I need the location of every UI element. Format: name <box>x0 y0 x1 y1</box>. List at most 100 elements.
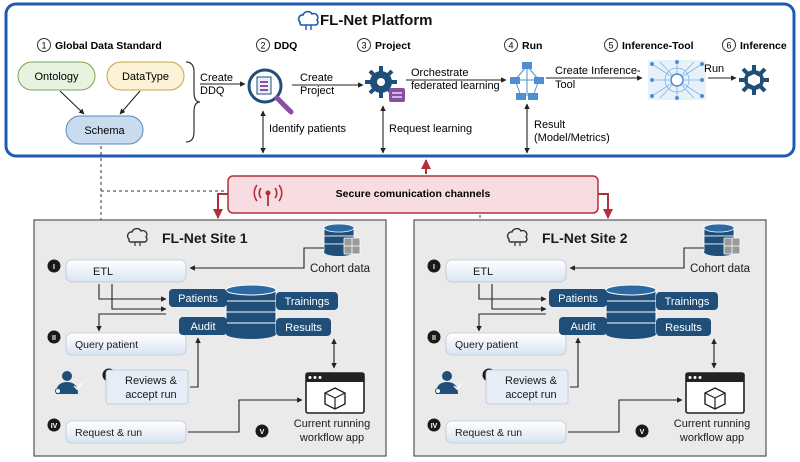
step-marker-label: I <box>53 264 55 271</box>
create-ddq-label: Create <box>200 72 233 84</box>
workflow-label: Current running <box>294 418 370 430</box>
project-gear-icon <box>365 66 405 102</box>
step-label: Run <box>522 40 542 52</box>
step-number: 6 <box>726 41 731 51</box>
schema-node <box>65 115 144 145</box>
reviews-label: Reviews & <box>505 375 558 387</box>
request-run-node <box>445 420 567 444</box>
cloud-network-icon <box>126 227 148 246</box>
request-run-label: Request & run <box>455 427 522 439</box>
step-number: 4 <box>508 41 513 51</box>
inference-gear-icon <box>739 65 769 95</box>
request-learning-label: Request learning <box>389 123 472 135</box>
step-marker <box>255 424 269 438</box>
arrow-cohort-etl <box>569 247 704 271</box>
site-title: FL-Net Site 1 <box>162 230 248 246</box>
result-label: (Model/Metrics) <box>534 132 610 144</box>
step-label: DDQ <box>274 40 297 52</box>
cohort-data-label: Cohort data <box>310 263 371 275</box>
orchestrate-label: Orchestrate <box>411 67 468 79</box>
create-project-label: Create <box>300 72 333 84</box>
workflow-window-icon <box>305 372 365 414</box>
cloud-network-icon <box>297 10 319 30</box>
arrow-etl-audit <box>111 284 167 312</box>
orchestrate-label: federated learning <box>411 80 500 92</box>
step-label: Global Data Standard <box>55 40 162 52</box>
step-label: Project <box>375 40 411 52</box>
step-marker <box>427 330 441 344</box>
step-2: 2 DDQ <box>256 38 297 52</box>
step-marker <box>427 418 441 432</box>
identify-patients-label: Identify patients <box>269 123 347 135</box>
results-node <box>656 318 711 336</box>
audit-node <box>559 317 607 335</box>
arrow-request-workflow <box>188 397 303 433</box>
inference-tool-icon <box>648 60 706 100</box>
antenna-icon <box>253 184 283 206</box>
secure-channel-label: Secure comunication channels <box>336 188 491 200</box>
step-number: 3 <box>361 41 366 51</box>
arrow-etl-patients <box>98 284 167 302</box>
step-number: 1 <box>41 41 46 51</box>
step-marker-label: II <box>52 335 56 342</box>
trainings-label: Trainings <box>665 296 710 308</box>
run-network-icon <box>510 62 544 100</box>
step-1: 1 Global Data Standard <box>37 38 162 52</box>
results-node <box>276 318 331 336</box>
step-3: 3 Project <box>357 38 411 52</box>
step-number: 5 <box>608 41 613 51</box>
etl-node <box>445 259 567 283</box>
step-marker-label: IV <box>51 423 58 430</box>
ddq-magnifier-icon <box>247 68 294 115</box>
step-marker <box>427 259 441 273</box>
step-marker <box>47 330 61 344</box>
step-marker <box>47 259 61 273</box>
platform-panel <box>4 2 796 158</box>
datatype-label: DataType <box>122 71 169 83</box>
step-marker <box>47 418 61 432</box>
arrow-cohort-etl <box>189 247 324 271</box>
platform-title: FL-Net Platform <box>320 12 433 29</box>
request-run-node <box>65 420 187 444</box>
patients-label: Patients <box>558 293 598 305</box>
site-title: FL-Net Site 2 <box>542 230 628 246</box>
arrow-reviews-audit <box>190 337 201 388</box>
create-inference-tool-label: Create Inference- <box>555 65 641 77</box>
arrow-request-workflow <box>568 397 683 433</box>
create-inference-tool-label: Tool <box>555 79 575 91</box>
patients-node <box>549 289 607 307</box>
step-marker-label: IV <box>431 423 438 430</box>
step-number: 2 <box>260 41 265 51</box>
channel-link-left <box>213 193 228 219</box>
step-5: 5 Inference-Tool <box>604 38 694 52</box>
ontology-node <box>17 61 96 91</box>
results-label: Results <box>285 322 322 334</box>
step-4: 4 Run <box>504 38 542 52</box>
query-patient-label: Query patient <box>75 339 138 351</box>
cohort-database-icon <box>703 223 741 256</box>
arrow-audit-query <box>476 313 546 332</box>
secure-channel-bar <box>227 175 599 214</box>
site-database-icon <box>225 284 277 339</box>
reviewer-user-icon <box>55 371 83 394</box>
step-marker-label: II <box>432 335 436 342</box>
ontology-label: Ontology <box>34 71 79 83</box>
step-marker-label: V <box>640 429 645 436</box>
workflow-label: workflow app <box>299 432 364 444</box>
audit-label: Audit <box>190 321 215 333</box>
trainings-node <box>276 292 338 310</box>
trainings-label: Trainings <box>285 296 330 308</box>
reviews-label: Reviews & <box>125 375 178 387</box>
trainings-node <box>656 292 718 310</box>
step-marker <box>635 424 649 438</box>
create-project-label: Project <box>300 85 334 97</box>
request-run-label: Request & run <box>75 427 142 439</box>
audit-label: Audit <box>570 321 595 333</box>
arrow-ontology-schema <box>59 90 85 115</box>
step-marker-label: I <box>433 264 435 271</box>
workflow-window-icon <box>685 372 745 414</box>
etl-label: ETL <box>473 266 493 278</box>
